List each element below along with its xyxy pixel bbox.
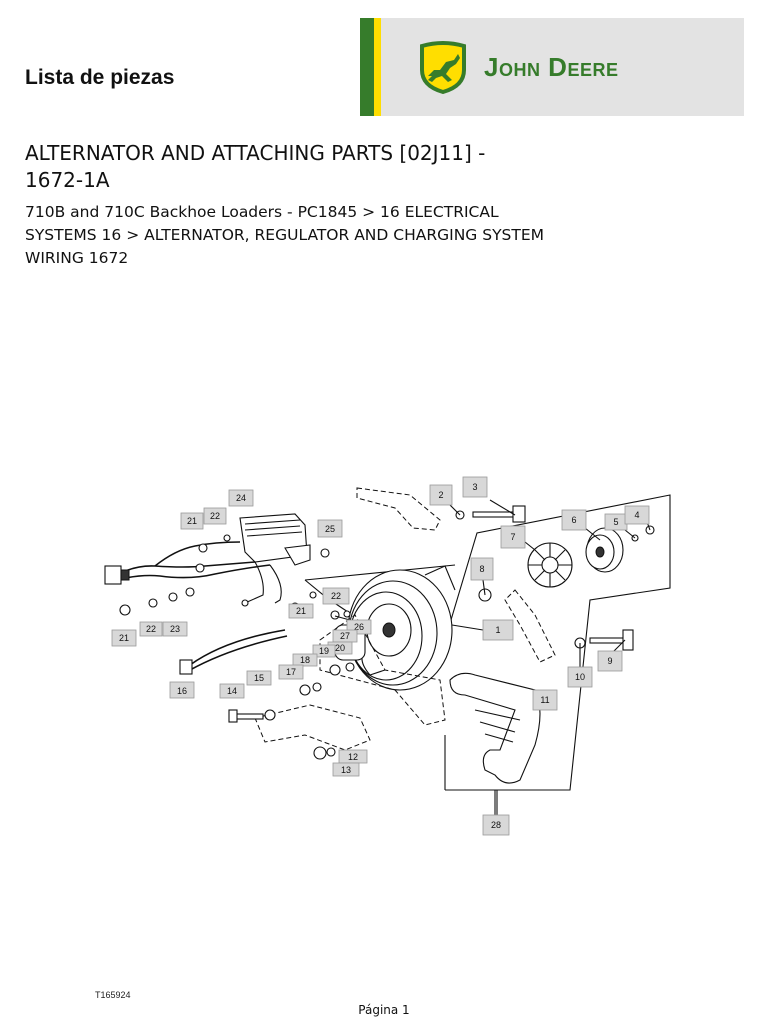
adjusting-strap	[449, 672, 541, 784]
wiring-harness	[104, 541, 282, 607]
svg-text:22: 22	[146, 624, 156, 634]
callout-14: 14	[219, 683, 245, 699]
svg-text:13: 13	[341, 765, 351, 775]
callout-1: 1	[482, 619, 514, 641]
callout-12: 12	[338, 749, 368, 764]
cable-assembly	[179, 629, 288, 675]
svg-text:23: 23	[170, 624, 180, 634]
brand-stripe-green	[360, 18, 374, 116]
callout-7: 7	[500, 525, 526, 549]
callout-25: 25	[317, 519, 343, 538]
callout-19: 19	[312, 644, 336, 658]
svg-text:8: 8	[479, 564, 484, 574]
doc-title: ALTERNATOR AND ATTACHING PARTS [02J11] -…	[25, 140, 585, 194]
svg-text:18: 18	[300, 655, 310, 665]
callout-4: 4	[624, 505, 650, 525]
callout-22: 22	[322, 587, 350, 605]
svg-text:12: 12	[348, 752, 358, 762]
brand-stripe-yellow	[374, 18, 381, 116]
svg-text:27: 27	[340, 631, 350, 641]
svg-text:21: 21	[296, 606, 306, 616]
callout-22: 22	[139, 621, 163, 637]
callout-8: 8	[470, 557, 494, 581]
voltage-regulator	[239, 513, 311, 566]
svg-text:14: 14	[227, 686, 237, 696]
callout-23: 23	[162, 621, 188, 637]
figure-id: T165924	[95, 990, 131, 1000]
svg-text:6: 6	[571, 515, 576, 525]
callout-22: 22	[203, 507, 227, 525]
doc-path-line-1: 710B and 710C Backhoe Loaders - PC1845 >…	[25, 203, 499, 221]
doc-title-line-2: 1672-1A	[25, 168, 110, 192]
exploded-parts-diagram: 24 21 22 25 21 22 23 22 21 26 27 20 19 1…	[104, 476, 671, 836]
svg-text:5: 5	[613, 517, 618, 527]
svg-text:7: 7	[510, 532, 515, 542]
callout-17: 17	[278, 664, 304, 680]
callout-21: 21	[180, 512, 204, 530]
doc-path-line-2: SYSTEMS 16 > ALTERNATOR, REGULATOR AND C…	[25, 226, 545, 244]
svg-text:26: 26	[354, 622, 364, 632]
svg-text:21: 21	[187, 516, 197, 526]
cooling-fan	[527, 542, 573, 588]
svg-text:22: 22	[210, 511, 220, 521]
page-label: Lista de piezas	[25, 66, 175, 89]
callout-28: 28	[482, 814, 510, 836]
svg-text:1: 1	[495, 625, 500, 635]
svg-text:10: 10	[575, 672, 585, 682]
leaping-deer-logo-icon	[420, 41, 466, 94]
callout-9: 9	[597, 650, 623, 672]
callout-21: 21	[288, 603, 314, 619]
svg-text:25: 25	[325, 524, 335, 534]
callout-24: 24	[228, 489, 254, 507]
page-number: Página 1	[358, 1003, 410, 1017]
brand-banner: John Deere	[360, 18, 744, 116]
svg-text:16: 16	[177, 686, 187, 696]
callout-3: 3	[462, 476, 488, 498]
svg-text:2: 2	[438, 490, 443, 500]
callout-10: 10	[567, 666, 593, 688]
svg-text:24: 24	[236, 493, 246, 503]
svg-text:3: 3	[472, 482, 477, 492]
callout-2: 2	[429, 484, 453, 506]
callout-13: 13	[332, 762, 360, 777]
drive-pulley	[585, 527, 624, 573]
doc-title-line-1: ALTERNATOR AND ATTACHING PARTS [02J11] -	[25, 141, 486, 165]
svg-text:22: 22	[331, 591, 341, 601]
callout-27: 27	[332, 629, 358, 643]
brand-name: John Deere	[484, 52, 619, 82]
svg-text:15: 15	[254, 673, 264, 683]
svg-text:4: 4	[634, 510, 639, 520]
callout-15: 15	[246, 670, 272, 686]
svg-text:17: 17	[286, 667, 296, 677]
doc-breadcrumb: 710B and 710C Backhoe Loaders - PC1845 >…	[25, 201, 585, 270]
callout-16: 16	[169, 681, 195, 699]
callout-6: 6	[561, 509, 587, 531]
svg-text:9: 9	[607, 656, 612, 666]
svg-text:19: 19	[319, 646, 329, 656]
doc-path-line-3: WIRING 1672	[25, 249, 129, 267]
svg-text:11: 11	[540, 695, 549, 705]
callout-21: 21	[111, 629, 137, 647]
mounting-bracket-dashed	[254, 487, 556, 751]
svg-text:20: 20	[335, 643, 345, 653]
svg-text:28: 28	[491, 820, 501, 830]
callout-leader-lines	[334, 499, 651, 815]
callout-5: 5	[604, 513, 628, 531]
svg-text:21: 21	[119, 633, 129, 643]
alternator-body	[334, 565, 456, 691]
callout-11: 11	[532, 689, 558, 711]
callout-18: 18	[292, 653, 318, 667]
